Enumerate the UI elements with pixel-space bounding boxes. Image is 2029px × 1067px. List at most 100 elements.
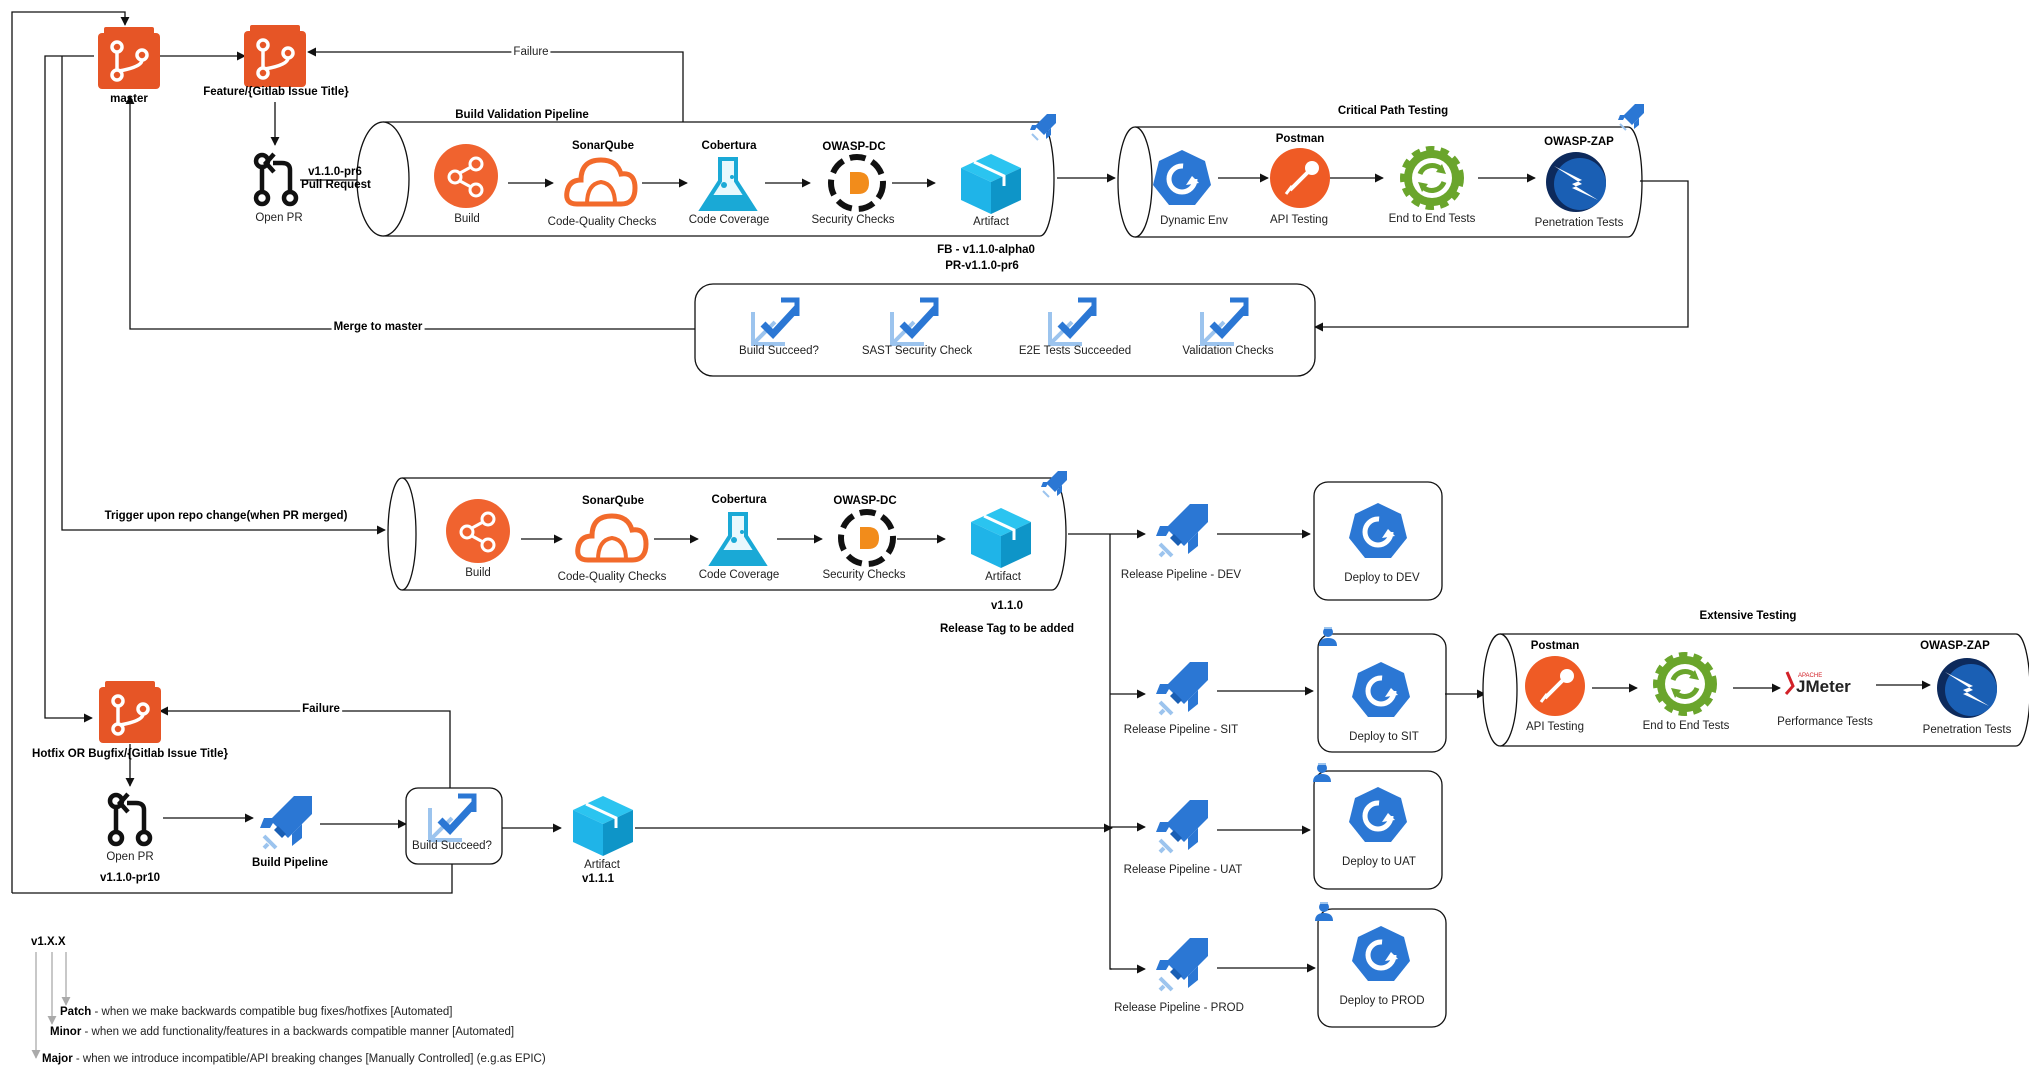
deploy-sit-icon bbox=[1352, 662, 1410, 717]
sonarqube-title: SonarQube bbox=[582, 495, 644, 507]
release-version-label: v1.1.0 bbox=[991, 600, 1023, 612]
owasp-dc-title: OWASP-DC bbox=[833, 495, 897, 507]
cobertura-title: Cobertura bbox=[711, 494, 767, 506]
azure-pipelines-icon bbox=[1029, 113, 1057, 141]
end-to-end-label: End to End Tests bbox=[1388, 213, 1476, 225]
owasp-dc-icon bbox=[831, 157, 883, 209]
open-pr-label: Open PR bbox=[255, 212, 303, 224]
code-quality-label: Code-Quality Checks bbox=[557, 571, 667, 583]
deploy-uat-label: Deploy to UAT bbox=[1342, 856, 1416, 868]
master-branch-label: master bbox=[110, 93, 148, 105]
artifact-label: Artifact bbox=[985, 571, 1021, 583]
jmeter-logo-icon: APACHE JMeter bbox=[1784, 671, 1851, 696]
penetration-tests-label: Penetration Tests bbox=[1534, 217, 1624, 229]
deploy-dev-box bbox=[1313, 481, 1443, 601]
legend-version: v1.X.X bbox=[31, 936, 66, 948]
owasp-zap-icon bbox=[1545, 151, 1607, 213]
deploy-prod-icon bbox=[1352, 926, 1410, 981]
deploy-sit-label: Deploy to SIT bbox=[1349, 731, 1419, 743]
performance-tests-label: Performance Tests bbox=[1777, 716, 1873, 728]
deploy-dev-icon bbox=[1349, 503, 1407, 558]
hotfix-open-pr-label: Open PR bbox=[106, 851, 154, 863]
hotfix-failure-label: Failure bbox=[300, 702, 342, 717]
master-branch-icon bbox=[96, 25, 162, 91]
legend-minor-text: - when we add functionality/features in … bbox=[81, 1026, 515, 1038]
sonarqube-icon bbox=[567, 160, 635, 204]
dynamic-env-icon bbox=[1153, 150, 1211, 205]
approver-user-icon bbox=[1312, 762, 1332, 783]
release-prod-icon bbox=[1154, 936, 1210, 992]
legend-minor: Minor - when we add functionality/featur… bbox=[50, 1026, 514, 1038]
owasp-zap-title: OWASP-ZAP bbox=[1544, 136, 1614, 148]
release-pipeline-prod-label: Release Pipeline - PROD bbox=[1114, 1002, 1244, 1014]
build-succeed-label: Build Succeed? bbox=[412, 840, 492, 852]
pull-request-icon bbox=[256, 154, 296, 204]
deploy-prod-label: Deploy to PROD bbox=[1339, 995, 1425, 1007]
approver-user-icon bbox=[1314, 901, 1334, 922]
hotfix-branch-icon bbox=[97, 679, 163, 745]
pull-request-icon bbox=[110, 794, 150, 844]
legend-minor-key: Minor bbox=[50, 1026, 82, 1038]
jmeter-logo-text: JMeter bbox=[1796, 677, 1851, 696]
deploy-uat-box bbox=[1313, 770, 1443, 890]
release-pipeline-dev-label: Release Pipeline - DEV bbox=[1120, 569, 1242, 581]
cobertura-title: Cobertura bbox=[701, 140, 757, 152]
end-to-end-label: End to End Tests bbox=[1642, 720, 1730, 732]
artifact-icon bbox=[959, 152, 1023, 216]
fb-version-label: FB - v1.1.0-alpha0 bbox=[937, 244, 1035, 256]
jmeter-logo-small-text: APACHE bbox=[1798, 673, 1822, 679]
critical-path-title: Critical Path Testing bbox=[1337, 105, 1449, 117]
api-testing-label: API Testing bbox=[1270, 214, 1328, 226]
build-pipeline-icon bbox=[258, 794, 314, 850]
feature-branch-icon bbox=[242, 23, 308, 89]
penetration-tests-label: Penetration Tests bbox=[1922, 724, 2012, 736]
hotfix-pr-version-label: v1.1.0-pr10 bbox=[99, 872, 161, 884]
owasp-dc-title: OWASP-DC bbox=[822, 141, 886, 153]
cobertura-icon bbox=[700, 157, 756, 211]
build-pipeline-label: Build Pipeline bbox=[251, 857, 329, 869]
hotfix-artifact-version-label: v1.1.1 bbox=[582, 873, 614, 885]
check-sast-label: SAST Security Check bbox=[861, 345, 973, 357]
hotfix-artifact-label: Artifact bbox=[584, 859, 620, 871]
postman-icon bbox=[1523, 654, 1587, 718]
sast-check-icon bbox=[892, 300, 936, 344]
azure-pipelines-icon bbox=[1040, 470, 1068, 498]
postman-title: Postman bbox=[1530, 640, 1580, 652]
legend-patch-key: Patch bbox=[60, 1006, 92, 1018]
sonarqube-title: SonarQube bbox=[572, 140, 634, 152]
release-pipeline-uat-label: Release Pipeline - UAT bbox=[1123, 864, 1243, 876]
deploy-sit-box bbox=[1317, 633, 1447, 753]
release-uat-icon bbox=[1154, 798, 1210, 854]
e2e-check-icon bbox=[1050, 300, 1094, 344]
owasp-zap-icon bbox=[1936, 657, 1998, 719]
end-to-end-icon bbox=[1657, 656, 1713, 712]
legend-major: Major - when we introduce incompatible/A… bbox=[42, 1053, 546, 1065]
feature-branch-label: Feature/{Gitlab Issue Title} bbox=[203, 86, 349, 98]
hotfix-branch-label: Hotfix OR Bugfix/{Gitlab Issue Title} bbox=[32, 748, 228, 760]
release-tag-label: Release Tag to be added bbox=[940, 623, 1074, 635]
deploy-uat-icon bbox=[1349, 787, 1407, 842]
extensive-testing-cylinder bbox=[1482, 633, 2029, 747]
build-icon bbox=[444, 497, 512, 565]
pr-tag-label: PR-v1.1.0-pr6 bbox=[945, 260, 1019, 272]
postman-title: Postman bbox=[1275, 133, 1325, 145]
deploy-pipeline-cylinder bbox=[387, 477, 1067, 591]
owasp-zap-title: OWASP-ZAP bbox=[1920, 640, 1990, 652]
code-coverage-label: Code Coverage bbox=[688, 214, 770, 226]
critical-path-cylinder bbox=[1117, 126, 1643, 238]
build-succeed-check-icon bbox=[753, 300, 797, 344]
check-e2e-label: E2E Tests Succeeded bbox=[1018, 345, 1132, 357]
deploy-dev-label: Deploy to DEV bbox=[1344, 572, 1420, 584]
end-to-end-icon bbox=[1404, 150, 1460, 206]
owasp-dc-icon bbox=[841, 512, 893, 564]
api-testing-label: API Testing bbox=[1526, 721, 1584, 733]
pull-request-label: Pull Request bbox=[301, 179, 371, 191]
approver-user-icon bbox=[1318, 626, 1338, 647]
check-build-succeed-label: Build Succeed? bbox=[739, 345, 819, 357]
release-pipeline-sit-label: Release Pipeline - SIT bbox=[1123, 724, 1239, 736]
legend-major-text: - when we introduce incompatible/API bre… bbox=[72, 1053, 546, 1065]
build-icon bbox=[432, 142, 500, 210]
build-step-label: Build bbox=[454, 213, 480, 225]
postman-icon bbox=[1268, 146, 1332, 210]
